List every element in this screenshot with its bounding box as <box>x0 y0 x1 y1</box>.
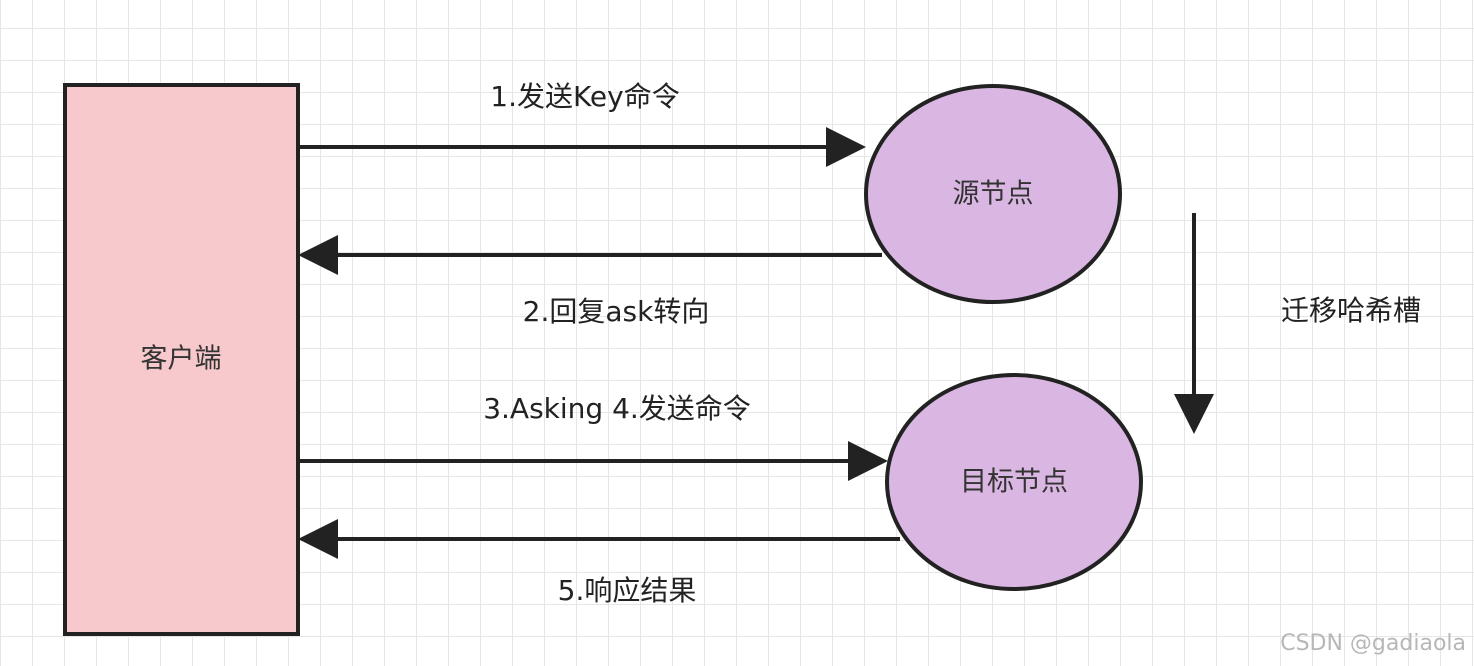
source-node-label: 源节点 <box>953 179 1034 210</box>
target-node-label: 目标节点 <box>960 467 1068 498</box>
watermark: CSDN @gadiaola <box>1280 631 1466 656</box>
client-box <box>63 83 300 636</box>
client-label: 客户端 <box>141 344 222 375</box>
ask-redirect-label: 2.回复ask转向 <box>523 295 710 328</box>
source-node <box>864 84 1122 304</box>
asking-send-label: 3.Asking 4.发送命令 <box>483 392 751 425</box>
response-label: 5.响应结果 <box>558 574 697 607</box>
send-key-label: 1.发送Key命令 <box>490 80 679 113</box>
migrate-slot-label: 迁移哈希槽 <box>1281 294 1421 327</box>
target-node <box>885 373 1143 591</box>
